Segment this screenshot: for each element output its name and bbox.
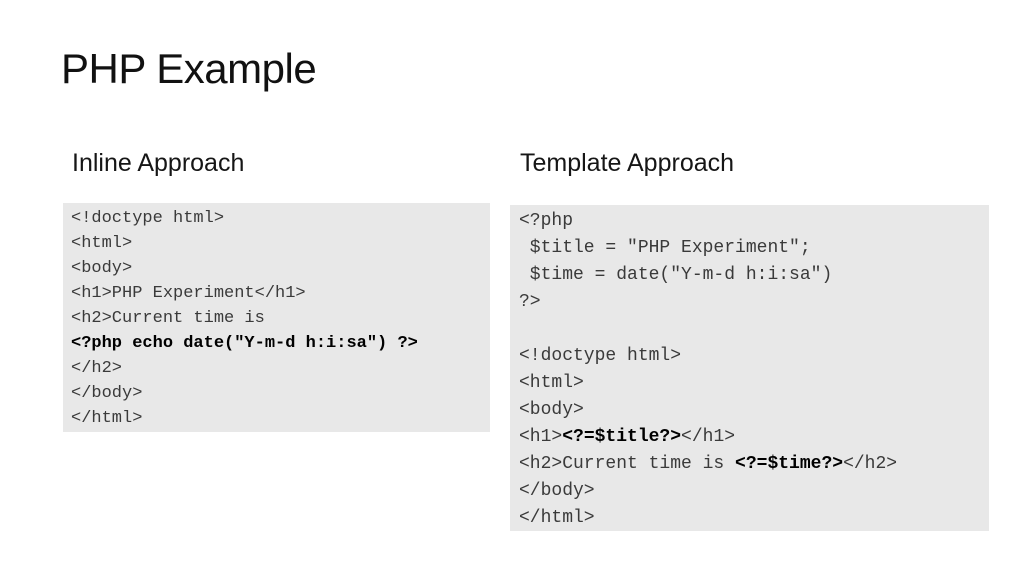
- code-line: <?php: [519, 211, 574, 231]
- code-line: <?php echo date("Y-m-d h:i:sa") ?>: [71, 334, 418, 353]
- code-line: <!doctype html>: [71, 209, 225, 228]
- code-line: </html>: [519, 508, 595, 528]
- code-line: [519, 316, 989, 343]
- code-line: </html>: [71, 409, 143, 428]
- code-line: ?>: [519, 292, 541, 312]
- code-line: <body>: [519, 400, 584, 420]
- code-line: <html>: [71, 234, 133, 253]
- slide-title: PHP Example: [61, 45, 317, 92]
- code-line: <html>: [519, 373, 584, 393]
- template-approach-code-block: <?php $title = "PHP Experiment"; $time =…: [510, 205, 989, 531]
- code-line: <!doctype html>: [519, 346, 682, 366]
- code-line: $time = date("Y-m-d h:i:sa"): [519, 265, 833, 285]
- code-line: </body>: [71, 384, 143, 403]
- code-line: <h1>PHP Experiment</h1>: [71, 284, 306, 303]
- code-line: </h2>: [71, 359, 123, 378]
- code-line: $title = "PHP Experiment";: [519, 238, 811, 258]
- inline-approach-code-block: <!doctype html> <html> <body> <h1>PHP Exper…: [63, 203, 490, 432]
- inline-approach-heading: Inline Approach: [72, 149, 245, 177]
- code-line: <h2>Current time is: [71, 309, 265, 328]
- code-line: </body>: [519, 481, 595, 501]
- code-line: <h2>Current time is <?=$time?></h2>: [519, 454, 898, 474]
- code-line: <h1><?=$title?></h1>: [519, 427, 736, 447]
- code-line: <body>: [71, 259, 133, 278]
- template-approach-heading: Template Approach: [520, 149, 735, 177]
